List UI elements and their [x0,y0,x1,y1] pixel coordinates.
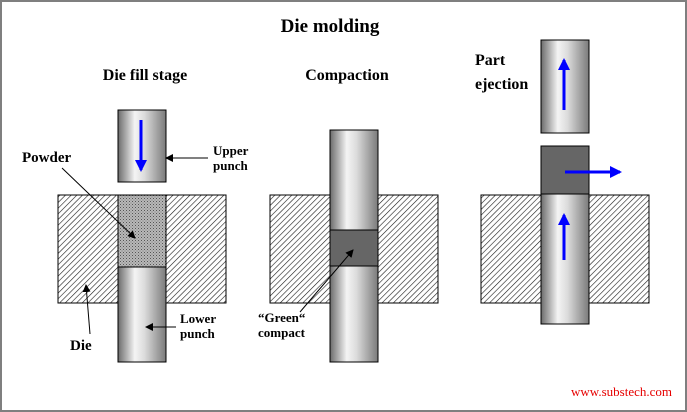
powder-pointer [61,167,136,239]
lower-punch-label-1: Lower [180,311,216,326]
compaction-die-left [269,194,331,304]
ejection-die-right [588,194,650,304]
watermark-url: www.substech.com [571,384,672,399]
lower-punch-label-2: punch [180,326,215,341]
green-compact-pointer [299,249,354,313]
stage-ejection-label-2: ejection [475,76,528,93]
compaction-upper-punch [329,129,379,231]
upper-punch-label-1: Upper [213,143,249,158]
die-right-block [165,194,227,304]
die-left-block [57,194,119,304]
compaction-lower-punch [329,265,379,363]
stage-fill-label: Die fill stage [103,67,187,84]
green-compact [329,229,379,267]
green-compact-label-2: compact [258,325,306,340]
compaction-die-right [377,194,439,304]
powder-label: Powder [22,150,71,166]
die-pointer [82,284,91,335]
green-compact-label-1: “Green“ [258,310,306,325]
upper-punch-label-2: punch [213,158,248,173]
stage-ejection-label-1: Part [475,52,506,69]
powder-fill [117,194,167,268]
diagram-title: Die molding [281,16,380,37]
ejected-part [540,145,590,195]
lower-punch [117,266,167,363]
die-label: Die [70,338,92,354]
ejection-die-left [480,194,542,304]
stage-compaction-label: Compaction [305,67,389,84]
